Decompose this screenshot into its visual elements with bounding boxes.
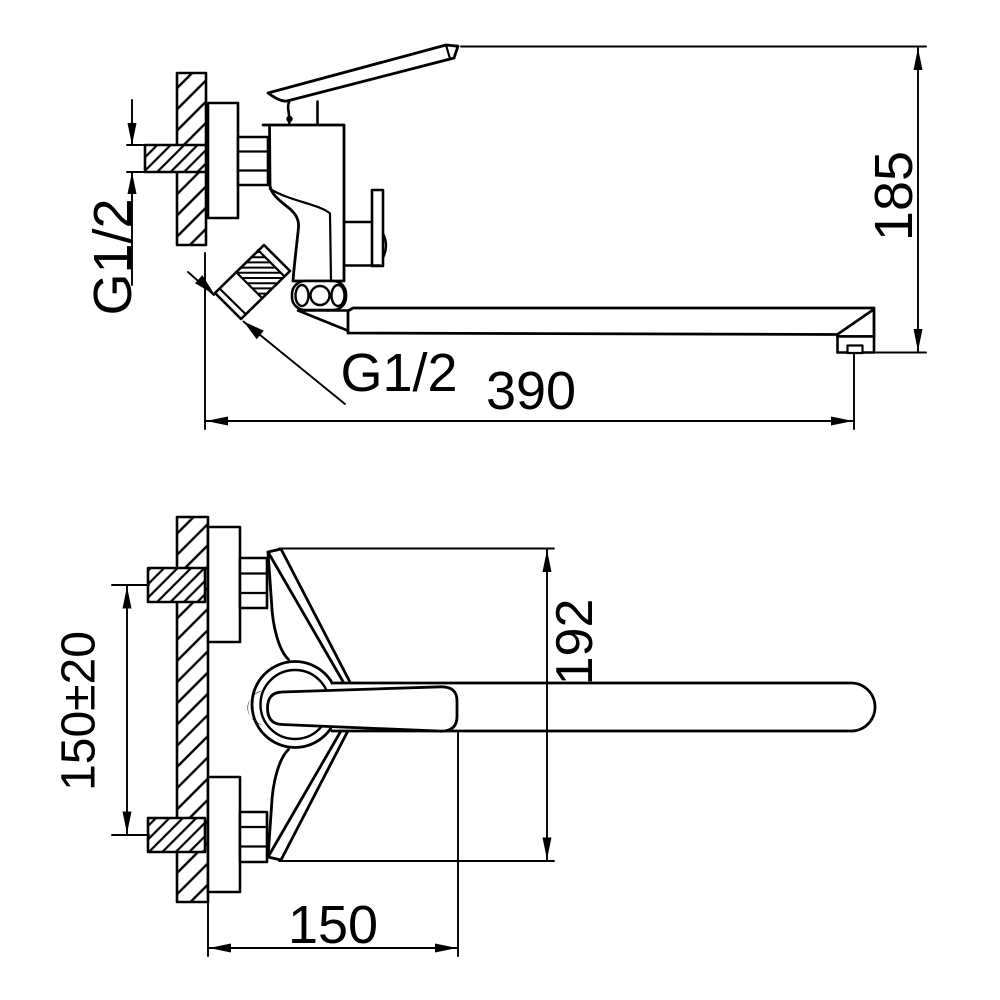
dimension-body-height: 192	[278, 547, 604, 862]
dim-shower-thread-label: G1/2	[340, 343, 457, 403]
spout-nut	[290, 279, 348, 312]
supply-pipe-top	[146, 566, 207, 604]
mounting-nut-top	[238, 556, 269, 610]
handle-lever	[266, 43, 460, 126]
faucet-body	[261, 123, 346, 283]
escutcheon	[206, 101, 240, 220]
mounting-nut-bottom	[238, 810, 269, 864]
dim-height-label: 185	[864, 151, 924, 241]
dimension-handle-length: 150	[207, 732, 459, 957]
dim-body-height-label: 192	[546, 599, 604, 686]
shower-outlet	[213, 243, 292, 321]
dimension-hole-spacing: 150±20	[53, 584, 150, 836]
escutcheon-bottom	[206, 775, 242, 894]
dim-handle-length-label: 150	[288, 895, 378, 955]
dimension-height: 185	[460, 45, 927, 354]
dimension-pipe-thread: G1/2	[83, 99, 150, 316]
escutcheon-top	[206, 525, 242, 644]
dim-pipe-thread-label: G1/2	[83, 198, 143, 315]
supply-pipe-bottom	[146, 816, 207, 854]
dim-spout-reach-label: 390	[486, 361, 576, 421]
dimension-spout-reach: 390	[204, 252, 855, 430]
mounting-nut	[236, 135, 270, 187]
dim-hole-spacing-label: 150±20	[53, 631, 106, 791]
diverter-knob	[342, 188, 388, 268]
spout	[330, 681, 877, 733]
handle-lever	[266, 685, 459, 733]
spout	[296, 306, 876, 355]
supply-pipe	[143, 143, 208, 174]
front-view: 192 150±20 150	[53, 515, 877, 957]
dimension-shower-thread: G1/2	[187, 271, 458, 405]
side-view: 390 185 G1/2 G1/2	[83, 43, 927, 430]
